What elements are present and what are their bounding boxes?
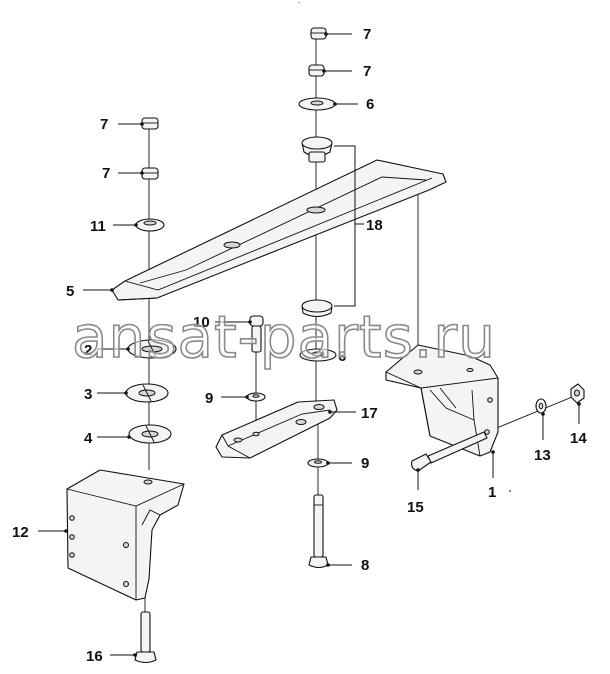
nut-14	[570, 383, 585, 404]
spacer-11	[135, 218, 165, 232]
callout-13: 13	[534, 447, 551, 464]
rail-part-5	[111, 159, 447, 301]
callout-14: 14	[570, 430, 587, 447]
callout-17: 17	[361, 405, 378, 422]
artifact-mark: ٙ	[298, 1, 301, 2]
callout-9: 9	[361, 455, 369, 472]
watermark-text: ansat-parts.ru	[72, 303, 496, 371]
washer-6-upper	[298, 97, 336, 111]
callout-5: 5	[66, 283, 74, 300]
callout-16: 16	[86, 648, 103, 665]
washer-6-lower	[299, 348, 337, 362]
spring-washer-3	[125, 383, 169, 403]
pin-10	[249, 315, 264, 353]
callout-12: 12	[12, 524, 29, 541]
nut-7-left-lower	[141, 167, 159, 180]
callout-7: 7	[363, 26, 371, 43]
artifact-dot	[509, 490, 511, 492]
callout-9: 9	[205, 390, 213, 407]
leader-lines	[38, 32, 581, 657]
bolt-15	[411, 431, 488, 472]
washer-13	[535, 398, 547, 414]
callout-7: 7	[100, 116, 108, 133]
callout-8: 8	[361, 557, 369, 574]
nut-7-center-lower	[308, 64, 325, 77]
callout-15: 15	[407, 499, 424, 516]
bolt-16	[134, 611, 157, 664]
callout-labels: 7 7 6 18 7 7 11 5 10 2 6 3 9 17 14 4 13 …	[12, 26, 587, 665]
callout-6: 6	[366, 96, 374, 113]
callout-11: 11	[90, 218, 106, 235]
spring-washer-4	[128, 424, 172, 444]
bushing-18-upper	[301, 136, 333, 163]
bolt-8	[308, 494, 329, 569]
spring-washer-2	[127, 339, 177, 359]
washer-9-upper	[246, 392, 266, 402]
plate-part-17	[215, 399, 338, 459]
callout-7: 7	[102, 165, 110, 182]
callout-7: 7	[363, 63, 371, 80]
callout-10: 10	[193, 314, 210, 331]
callout-1: 1	[488, 484, 496, 501]
callout-6: 6	[338, 348, 346, 365]
callout-4: 4	[84, 430, 93, 447]
callout-18: 18	[366, 217, 383, 234]
nut-7-left-upper	[141, 117, 159, 130]
washer-9-lower	[307, 458, 329, 468]
callout-3: 3	[84, 386, 92, 403]
bracket-part-1	[385, 344, 499, 457]
bushing-18-lower	[301, 299, 333, 318]
bracket-18	[334, 145, 364, 307]
nut-7-center-upper	[310, 27, 327, 40]
bracket-part-12	[66, 469, 185, 601]
callout-2: 2	[84, 342, 92, 359]
